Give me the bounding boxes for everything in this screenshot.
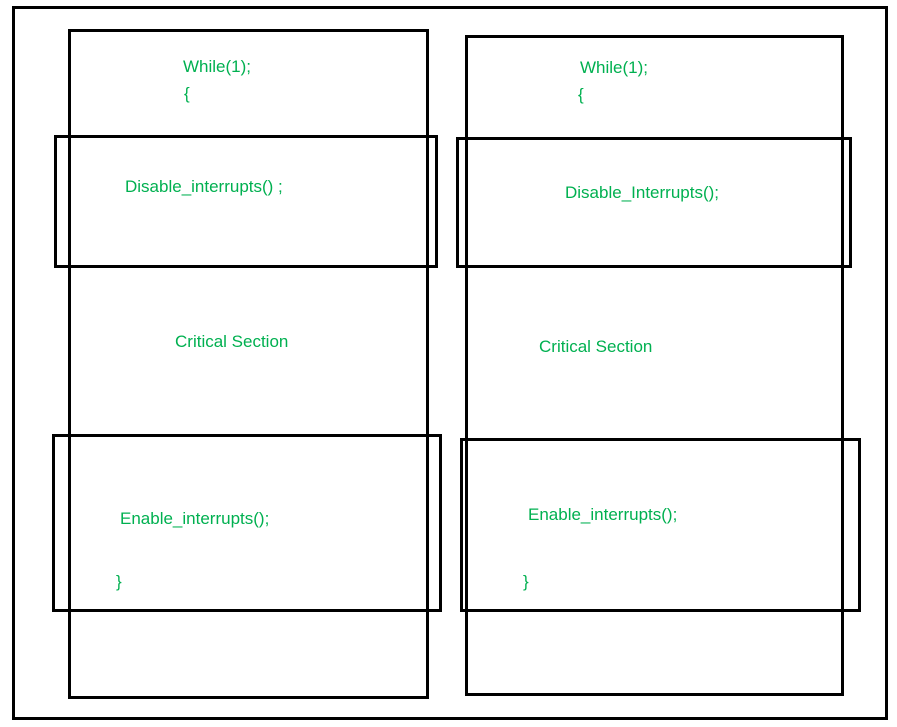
left-enable-interrupts-call: Enable_interrupts(); (120, 509, 270, 528)
left-critical-section-label: Critical Section (175, 332, 289, 351)
left-disable-interrupts-call: Disable_interrupts() ; (125, 177, 283, 196)
left-enable-interrupts-box (52, 434, 442, 612)
right-open-brace: { (578, 85, 584, 104)
right-loop-box (465, 35, 844, 696)
right-while-statement: While(1); (580, 58, 649, 77)
right-disable-interrupts-box (456, 137, 852, 268)
left-close-brace: } (116, 572, 122, 591)
left-while-statement: While(1); (183, 57, 252, 76)
left-disable-interrupts-box (54, 135, 438, 268)
right-enable-interrupts-call: Enable_interrupts(); (528, 505, 678, 524)
right-disable-interrupts-call: Disable_Interrupts(); (565, 183, 720, 202)
left-open-brace: { (184, 84, 190, 103)
outer-frame (12, 6, 888, 720)
right-close-brace: } (523, 572, 529, 591)
right-critical-section-label: Critical Section (539, 337, 653, 356)
right-enable-interrupts-box (460, 438, 861, 612)
left-loop-box (68, 29, 429, 699)
